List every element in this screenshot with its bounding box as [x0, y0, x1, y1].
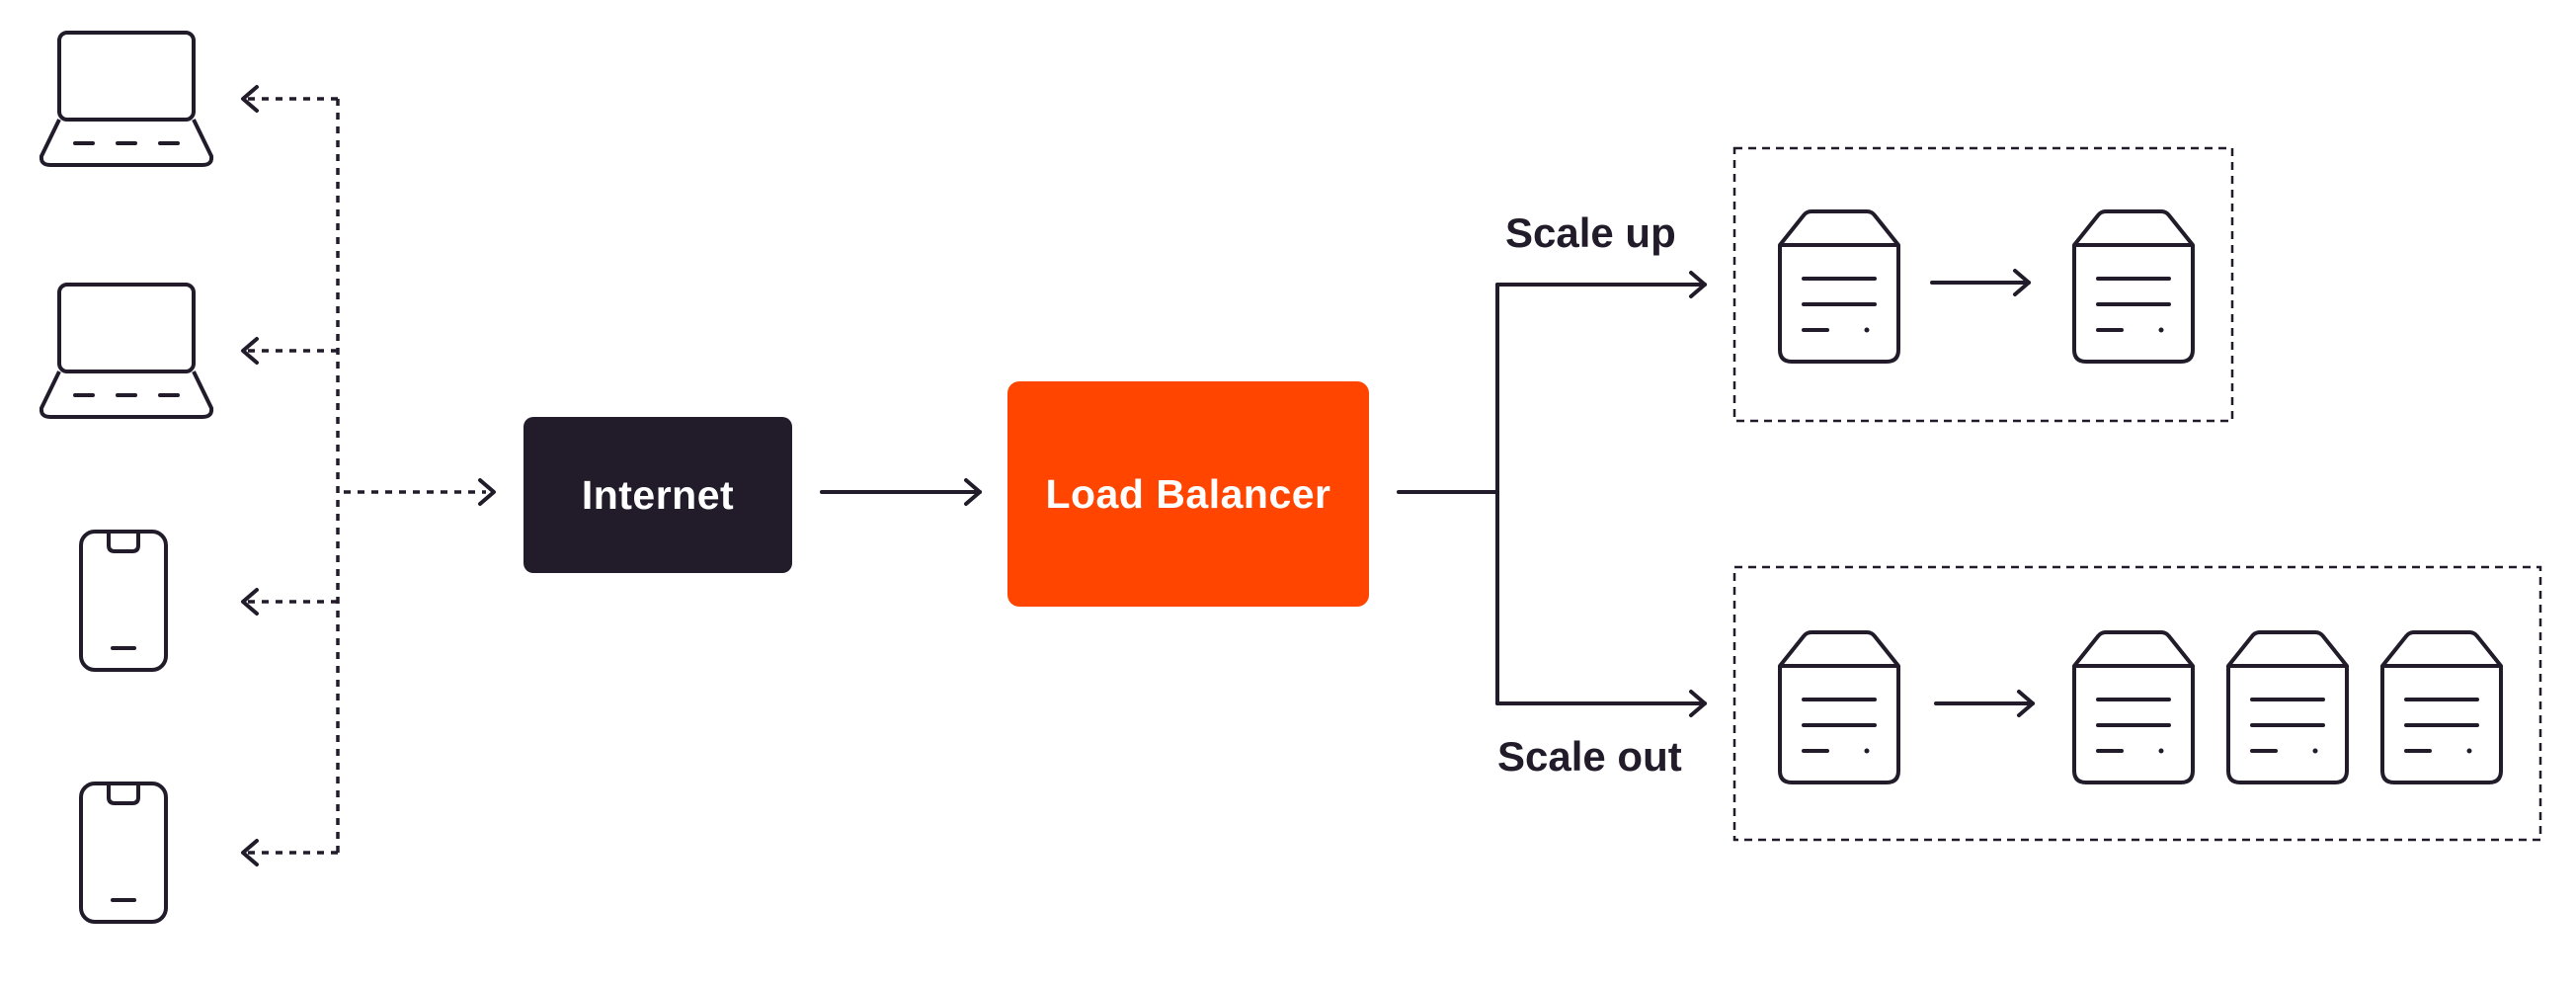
internet-to-lb-arrow [820, 478, 982, 506]
internet-node: Internet [523, 417, 792, 573]
load-balancer-node: Load Balancer [1007, 381, 1369, 607]
scale-out-label: Scale out [1497, 733, 1682, 780]
scale-out-arrow [1934, 690, 2035, 717]
scale-up-arrow [1930, 269, 2031, 296]
server-icon [1778, 209, 1900, 364]
server-icon [2380, 630, 2503, 784]
load-balancer-label: Load Balancer [1045, 470, 1331, 517]
scale-up-label: Scale up [1505, 209, 1676, 256]
client-connector [247, 97, 486, 855]
server-icon [1778, 630, 1900, 784]
server-icon [2072, 630, 2195, 784]
internet-label: Internet [581, 471, 735, 518]
server-icon [2072, 209, 2195, 364]
phone-icon [79, 530, 168, 672]
scale-out-group [1732, 565, 2542, 842]
laptop-icon [39, 283, 214, 419]
server-icon [2226, 630, 2349, 784]
arrowheads-left [241, 85, 259, 866]
laptop-icon [39, 31, 214, 167]
arrowhead-to-internet [478, 478, 496, 506]
lb-branch-connector [1397, 271, 1707, 717]
phone-icon [79, 782, 168, 924]
scale-up-group [1732, 146, 2234, 423]
